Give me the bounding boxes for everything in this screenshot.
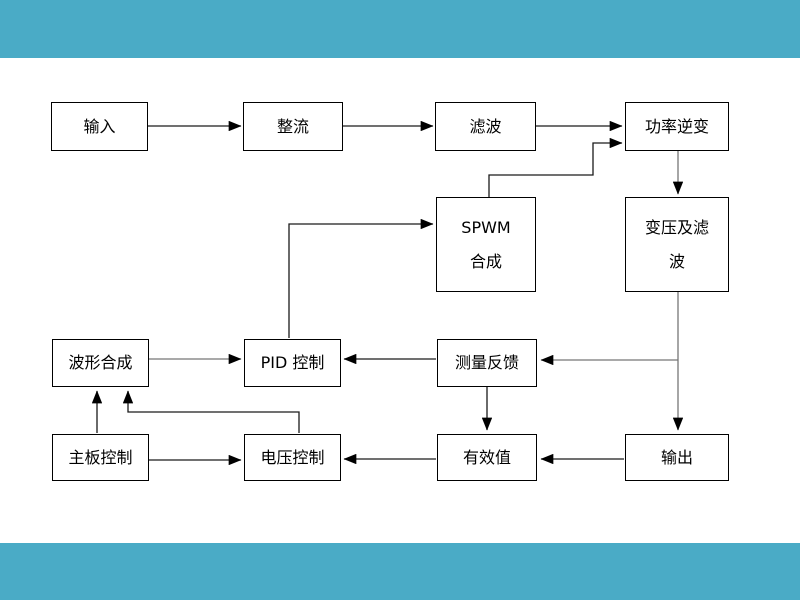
node-rectifier: 整流 (243, 102, 343, 151)
node-rectifier-label: 整流 (276, 116, 309, 136)
node-rms-label: 有效值 (462, 447, 511, 467)
node-voltage: 电压控制 (244, 434, 341, 481)
node-output-label: 输出 (660, 447, 693, 467)
edge-voltage-to-waveform (122, 390, 300, 433)
node-input-label: 输入 (83, 116, 116, 136)
node-pid: PID 控制 (244, 339, 341, 387)
edge-spwm-to-inverter (488, 137, 623, 197)
bottom-banner (0, 543, 800, 600)
node-spwm-line2: 合成 (469, 252, 502, 272)
node-filter: 滤波 (435, 102, 536, 151)
node-transformer-line1: 变压及滤 (644, 217, 709, 237)
node-output: 输出 (625, 434, 729, 481)
node-inverter-label: 功率逆变 (644, 116, 709, 136)
node-feedback-label: 测量反馈 (454, 353, 519, 373)
node-rms: 有效值 (437, 434, 537, 481)
node-inverter: 功率逆变 (625, 102, 729, 151)
node-spwm-line1: SPWM (461, 217, 511, 237)
node-waveform-label: 波形合成 (68, 353, 133, 373)
top-banner (0, 0, 800, 58)
node-input: 输入 (51, 102, 148, 151)
node-mainboard-label: 主板控制 (68, 447, 133, 467)
node-waveform: 波形合成 (52, 339, 149, 387)
node-mainboard: 主板控制 (52, 434, 149, 481)
node-pid-label: PID 控制 (260, 353, 325, 373)
node-transformer-line2: 波 (668, 252, 685, 272)
node-spwm: SPWM 合成 (436, 197, 536, 292)
node-transformer: 变压及滤 波 (625, 197, 729, 292)
node-voltage-label: 电压控制 (260, 447, 325, 467)
edge-pid-to-spwm (288, 218, 434, 338)
node-filter-label: 滤波 (469, 116, 502, 136)
node-feedback: 测量反馈 (437, 339, 537, 387)
